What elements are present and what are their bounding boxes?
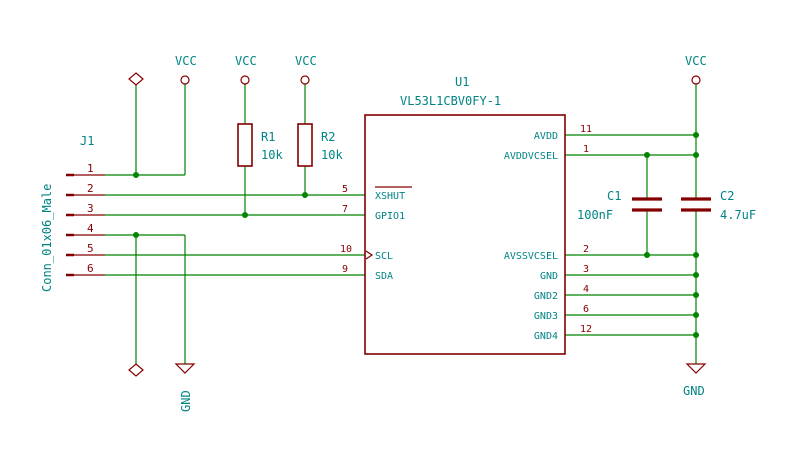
ic-pin-number: 3 xyxy=(583,264,589,275)
ic-pin-number: 12 xyxy=(580,324,592,335)
resistor-ref: R1 xyxy=(261,130,275,144)
junction xyxy=(242,212,248,218)
gnd-symbol-icon xyxy=(685,363,707,374)
ic-pin-name: GND2 xyxy=(534,291,558,302)
vcc-label: VCC xyxy=(175,54,197,68)
ic-pin-number: 2 xyxy=(583,244,589,255)
ic-body xyxy=(364,114,566,355)
ic-u1: U1 VL53L1CBV0FY-1 5 7 10 9 XSHUT GPIO1 S… xyxy=(340,75,592,355)
ic-pin-name: AVDDVCSEL xyxy=(504,151,558,162)
junction xyxy=(302,192,308,198)
ic-pin-number: 5 xyxy=(342,184,348,195)
ic-ref: U1 xyxy=(455,75,469,89)
ic-pin-number: 10 xyxy=(340,244,352,255)
resistor-ref: R2 xyxy=(321,130,335,144)
capacitor-c2: C2 4.7uF xyxy=(681,189,756,222)
junction xyxy=(693,132,699,138)
connector-pin-number: 2 xyxy=(87,182,94,195)
vcc-symbol-icon xyxy=(300,75,310,85)
pwr-flag-bottom-icon xyxy=(128,363,144,377)
junction xyxy=(133,172,139,178)
junction xyxy=(644,152,650,158)
junction xyxy=(693,292,699,298)
ic-pin-number: 1 xyxy=(583,144,589,155)
ic-pin-name: GND xyxy=(540,271,558,282)
ic-pin-number: 4 xyxy=(583,284,589,295)
ic-pin-name: GND3 xyxy=(534,311,558,322)
junction xyxy=(644,252,650,258)
resistor-r2: R2 10k xyxy=(297,123,343,167)
vcc-symbol-icon xyxy=(180,75,190,85)
connector-ref: J1 xyxy=(80,134,94,148)
wires xyxy=(105,84,697,364)
capacitor-c1: C1 100nF xyxy=(577,189,662,222)
vcc-label: VCC xyxy=(295,54,317,68)
vcc-label: VCC xyxy=(685,54,707,68)
ic-pin-name: SDA xyxy=(375,271,393,282)
vcc-symbol-icon xyxy=(240,75,250,85)
resistor-value: 10k xyxy=(321,148,343,162)
vcc-label: VCC xyxy=(235,54,257,68)
connector-pin-number: 6 xyxy=(87,262,94,275)
capacitor-value: 4.7uF xyxy=(720,208,756,222)
ic-pin-name: GPIO1 xyxy=(375,211,405,222)
junction xyxy=(693,312,699,318)
junction xyxy=(693,152,699,158)
ic-pin-number: 9 xyxy=(342,264,348,275)
capacitor-ref: C2 xyxy=(720,189,734,203)
connector-pin-number: 1 xyxy=(87,162,94,175)
junction xyxy=(133,232,139,238)
ic-pin-name: AVSSVCSEL xyxy=(504,251,558,262)
power-symbols xyxy=(128,72,707,377)
capacitor-ref: C1 xyxy=(607,189,621,203)
junction xyxy=(693,332,699,338)
ic-pin-number: 11 xyxy=(580,124,592,135)
capacitor-value: 100nF xyxy=(577,208,613,222)
junctions xyxy=(133,132,699,338)
junction xyxy=(693,252,699,258)
connector-pin-number: 3 xyxy=(87,202,94,215)
vcc-symbol-icon xyxy=(691,75,701,85)
ic-pin-name: SCL xyxy=(375,251,393,262)
resistor-value: 10k xyxy=(261,148,283,162)
resistor-body xyxy=(237,123,253,167)
ic-pin-name: GND4 xyxy=(534,331,558,342)
connector-pin-number: 5 xyxy=(87,242,94,255)
gnd-label: GND xyxy=(179,390,193,412)
resistor-body xyxy=(297,123,313,167)
gnd-label: GND xyxy=(683,384,705,398)
resistor-r1: R1 10k xyxy=(237,123,283,167)
connector-pin-number: 4 xyxy=(87,222,94,235)
gnd-symbol-icon xyxy=(174,363,196,374)
ic-pin-name: XSHUT xyxy=(375,191,405,202)
ic-pin-number: 6 xyxy=(583,304,589,315)
connector-value: Conn_01x06_Male xyxy=(40,184,54,292)
pwr-flag-top-icon xyxy=(128,72,144,86)
ic-value: VL53L1CBV0FY-1 xyxy=(400,94,501,108)
connector-j1: J1 Conn_01x06_Male 1 2 3 4 5 6 xyxy=(40,134,105,292)
junction xyxy=(693,272,699,278)
clock-marker-icon xyxy=(365,250,374,260)
ic-pin-number: 7 xyxy=(342,204,348,215)
ic-pin-name: AVDD xyxy=(534,131,558,142)
